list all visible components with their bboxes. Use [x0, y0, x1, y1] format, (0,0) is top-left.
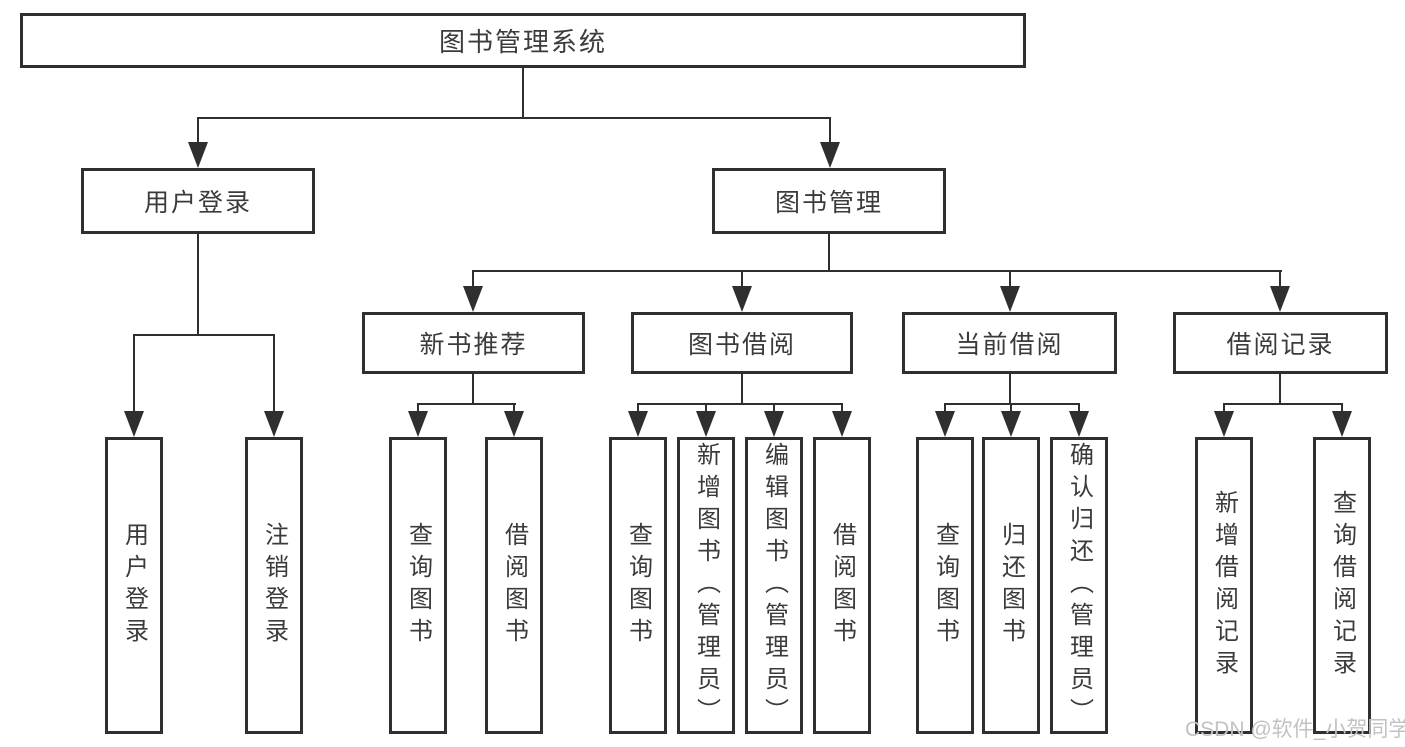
leaf-edit-book-admin: 编辑图书（管理员） [745, 437, 803, 734]
node-borrow-records: 借阅记录 [1173, 312, 1388, 374]
connector-line-v [841, 403, 843, 413]
connector-line-v [273, 334, 275, 411]
connector-line-v [741, 374, 743, 405]
node-book-management: 图书管理 [712, 168, 946, 234]
connector-line-v [637, 403, 639, 413]
connector-line-v [472, 270, 474, 288]
leaf-return-book: 归还图书 [982, 437, 1040, 734]
arrowhead-down-icon [1270, 286, 1290, 312]
leaf-add-borrow-record: 新增借阅记录 [1195, 437, 1253, 734]
leaf-query-book-current: 查询图书 [916, 437, 974, 734]
arrowhead-down-icon [820, 142, 840, 168]
leaf-query-borrow-record: 查询借阅记录 [1313, 437, 1371, 734]
arrowhead-down-icon [408, 411, 428, 437]
leaf-borrow-book-recommend: 借阅图书 [485, 437, 543, 734]
arrowhead-down-icon [1332, 411, 1352, 437]
connector-line-v [1009, 374, 1011, 405]
connector-line-h [197, 117, 831, 119]
leaf-add-book-admin: 新增图书（管理员） [677, 437, 735, 734]
arrowhead-down-icon [1001, 411, 1021, 437]
node-library-management-system: 图书管理系统 [20, 13, 1026, 68]
connector-line-v [1009, 270, 1011, 288]
connector-line-v [1341, 403, 1343, 413]
connector-line-v [522, 68, 524, 118]
node-new-book-recommend: 新书推荐 [362, 312, 585, 374]
arrowhead-down-icon [935, 411, 955, 437]
connector-line-h [637, 403, 843, 405]
connector-line-v [773, 403, 775, 413]
connector-line-v [705, 403, 707, 413]
leaf-query-book-borrow: 查询图书 [609, 437, 667, 734]
leaf-user-login: 用户登录 [105, 437, 163, 734]
arrowhead-down-icon [124, 411, 144, 437]
arrowhead-down-icon [1069, 411, 1089, 437]
connector-line-v [133, 334, 135, 411]
csdn-watermark: CSDN @软件_小贺同学 [1185, 718, 1405, 741]
arrowhead-down-icon [264, 411, 284, 437]
connector-line-v [1279, 374, 1281, 405]
arrowhead-down-icon [628, 411, 648, 437]
connector-line-v [1010, 403, 1012, 413]
arrowhead-down-icon [188, 142, 208, 168]
leaf-borrow-book: 借阅图书 [813, 437, 871, 734]
connector-line-v [944, 403, 946, 413]
arrowhead-down-icon [504, 411, 524, 437]
connector-line-v [513, 403, 515, 413]
connector-line-v [829, 117, 831, 144]
arrowhead-down-icon [1000, 286, 1020, 312]
connector-line-h [472, 270, 1282, 272]
connector-line-h [1223, 403, 1343, 405]
arrowhead-down-icon [732, 286, 752, 312]
arrowhead-down-icon [764, 411, 784, 437]
connector-line-v [1078, 403, 1080, 413]
connector-line-v [417, 403, 419, 413]
node-current-borrow: 当前借阅 [902, 312, 1117, 374]
arrowhead-down-icon [832, 411, 852, 437]
connector-line-h [944, 403, 1080, 405]
connector-line-h [417, 403, 516, 405]
node-book-borrow: 图书借阅 [631, 312, 853, 374]
leaf-query-book-recommend: 查询图书 [389, 437, 447, 734]
leaf-logout-login: 注销登录 [245, 437, 303, 734]
connector-line-v [472, 374, 474, 405]
connector-line-v [741, 270, 743, 288]
connector-line-v [197, 117, 199, 144]
node-user-login: 用户登录 [81, 168, 315, 234]
connector-line-h [133, 334, 275, 336]
arrowhead-down-icon [696, 411, 716, 437]
connector-line-v [197, 233, 199, 336]
connector-line-v [828, 234, 830, 272]
leaf-confirm-return-admin: 确认归还（管理员） [1050, 437, 1108, 734]
arrowhead-down-icon [1214, 411, 1234, 437]
connector-line-v [1223, 403, 1225, 413]
arrowhead-down-icon [463, 286, 483, 312]
connector-line-v [1279, 270, 1281, 288]
